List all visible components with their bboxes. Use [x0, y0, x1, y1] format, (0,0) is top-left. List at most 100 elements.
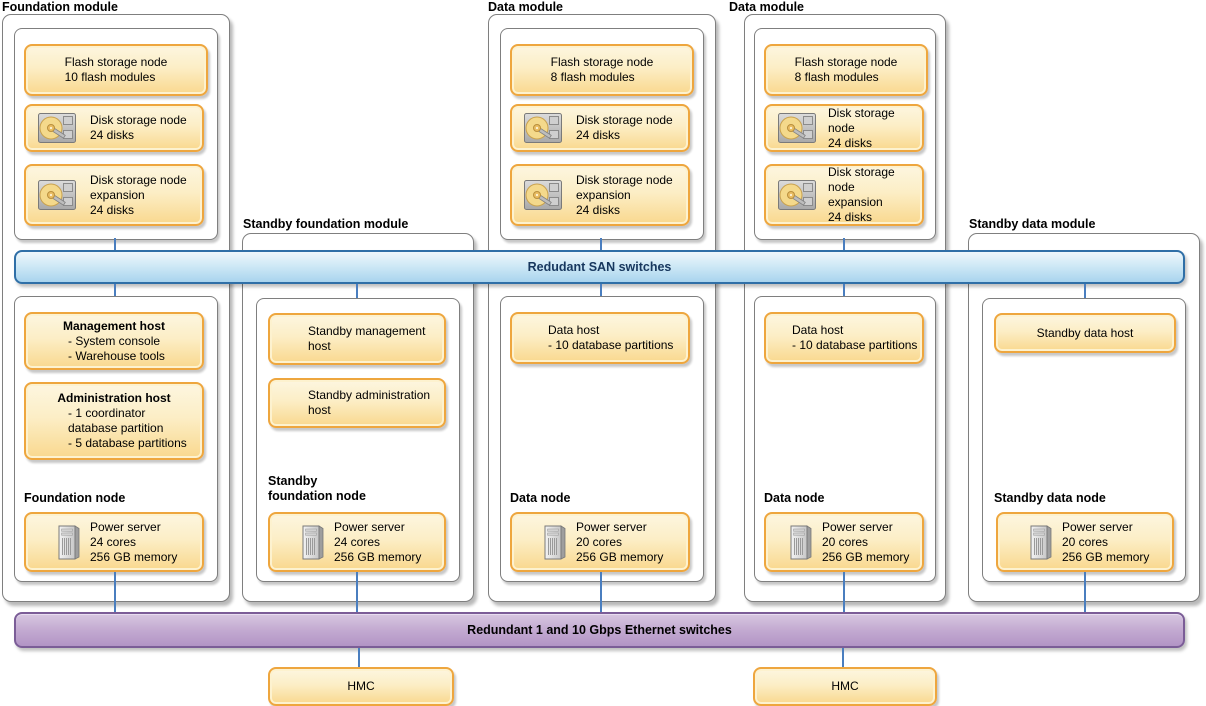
server-line2: 24 cores [90, 534, 137, 549]
server-line3: 256 GB memory [90, 549, 178, 564]
node-label: Data node [510, 491, 571, 505]
disk-storage-text: Disk storage node 24 disks [90, 113, 187, 143]
connector-line [842, 648, 844, 667]
host-line1: Standby administration [308, 388, 431, 402]
disk-line1: Disk storage node [90, 113, 187, 127]
disk-exp-line3: 24 disks [576, 202, 621, 217]
server-line1: Power server [1062, 519, 1133, 534]
disk-storage-icon [38, 113, 76, 143]
flash-storage-node-box: Flash storage node 8 flash modules [764, 44, 928, 96]
flash-storage-node-box: Flash storage node 8 flash modules [510, 44, 694, 96]
power-server-icon [302, 525, 324, 560]
host-line1: Standby data host [1036, 325, 1134, 340]
disk-exp-line2: expansion [90, 187, 145, 202]
server-line1: Power server [334, 519, 405, 534]
connector-line [600, 284, 602, 296]
power-server-box: Power server 24 cores 256 GB memory [24, 512, 204, 572]
server-line3: 256 GB memory [576, 549, 664, 564]
hmc-label: HMC [347, 679, 375, 693]
connector-line [356, 284, 358, 298]
bullet: - 1 coordinator [68, 406, 146, 420]
host-line2: - 10 database partitions [792, 338, 918, 352]
disk-expansion-text: Disk storage node expansion 24 disks [576, 173, 673, 218]
connector-line [114, 238, 116, 250]
hmc-box: HMC [268, 667, 454, 706]
module-title: Data module [729, 0, 805, 14]
management-host-box: Management host - System console - Wareh… [24, 312, 204, 370]
san-band-label: Redudant SAN switches [527, 260, 672, 274]
disk-storage-icon [778, 180, 816, 210]
administration-host-bullets: - 1 coordinator database partition - 5 d… [26, 406, 202, 451]
power-server-text: Power server 20 cores 256 GB memory [822, 520, 909, 565]
management-host-title: Management host [62, 319, 165, 333]
disk-storage-icon [524, 180, 562, 210]
standby-data-host-box: Standby data host [994, 313, 1176, 353]
power-server-text: Power server 20 cores 256 GB memory [1062, 520, 1149, 565]
host-line2: host [308, 403, 331, 417]
disk-storage-text: Disk storage node 24 disks [576, 113, 673, 143]
connector-line [843, 572, 845, 612]
power-server-box: Power server 20 cores 256 GB memory [996, 512, 1174, 572]
flash-storage-text: Flash storage node 10 flash modules [65, 55, 168, 85]
hmc-label: HMC [831, 679, 859, 693]
connector-line [1084, 284, 1086, 298]
module-title: Foundation module [2, 0, 118, 14]
bullet: database partition [68, 421, 164, 435]
disk-storage-text: Disk storage node 24 disks [828, 106, 922, 151]
power-server-icon [1030, 525, 1052, 560]
disk-expansion-text: Disk storage node expansion 24 disks [828, 165, 922, 225]
connector-line [358, 648, 360, 667]
disk-storage-node-box: Disk storage node 24 disks [764, 104, 924, 152]
bullet: - System console [68, 334, 161, 348]
san-switches-band: Redudant SAN switches [14, 250, 1185, 284]
disk-storage-icon [524, 113, 562, 143]
host-line1: Standby management [308, 324, 426, 338]
node-label: Foundation node [24, 491, 126, 505]
connector-line [843, 284, 845, 296]
node-label: Data node [764, 491, 825, 505]
bullet: - Warehouse tools [68, 349, 165, 363]
disk-storage-expansion-box: Disk storage node expansion 24 disks [510, 164, 690, 226]
disk-exp-line1: Disk storage node [576, 172, 673, 187]
server-line3: 256 GB memory [1062, 549, 1150, 564]
flash-line1: Flash storage node [794, 55, 898, 69]
host-line2: - 10 database partitions [548, 338, 674, 352]
server-line2: 20 cores [822, 534, 869, 549]
server-line1: Power server [90, 519, 161, 534]
management-host-bullets: - System console - Warehouse tools [26, 334, 202, 364]
connector-line [600, 238, 602, 250]
flash-line1: Flash storage node [64, 55, 168, 69]
host-line1: Data host [548, 323, 600, 337]
data-host-box: Data host - 10 database partitions [764, 312, 924, 364]
disk-exp-line2: expansion [576, 187, 631, 202]
disk-exp-line1: Disk storage node [828, 165, 895, 194]
standby-administration-host-box: Standby administration host [268, 378, 446, 428]
power-server-icon [790, 525, 812, 560]
flash-storage-node-box: Flash storage node 10 flash modules [24, 44, 208, 96]
power-server-box: Power server 20 cores 256 GB memory [764, 512, 924, 572]
connector-line [114, 572, 116, 612]
server-line3: 256 GB memory [334, 549, 422, 564]
node-label-line1: Standby [268, 474, 318, 488]
disk-exp-line1: Disk storage node [90, 172, 187, 187]
connector-line [1084, 572, 1086, 612]
disk-exp-line3: 24 disks [90, 202, 135, 217]
power-server-icon [544, 525, 566, 560]
disk-line1: Disk storage node [576, 113, 673, 127]
disk-line2: 24 disks [828, 135, 873, 150]
power-server-text: Power server 24 cores 256 GB memory [90, 520, 177, 565]
host-line1: Data host [792, 323, 844, 337]
data-host-box: Data host - 10 database partitions [510, 312, 690, 364]
disk-exp-line3: 24 disks [828, 210, 873, 224]
disk-storage-icon [38, 180, 76, 210]
ethernet-band-label: Redundant 1 and 10 Gbps Ethernet switche… [467, 623, 732, 637]
power-server-box: Power server 20 cores 256 GB memory [510, 512, 690, 572]
flash-storage-text: Flash storage node 8 flash modules [551, 55, 654, 85]
flash-line2: 10 flash modules [64, 70, 156, 84]
server-line2: 20 cores [576, 534, 623, 549]
disk-exp-line2: expansion [828, 195, 883, 209]
connector-line [843, 238, 845, 250]
server-line2: 20 cores [1062, 534, 1109, 549]
module-title: Standby foundation module [243, 217, 409, 231]
